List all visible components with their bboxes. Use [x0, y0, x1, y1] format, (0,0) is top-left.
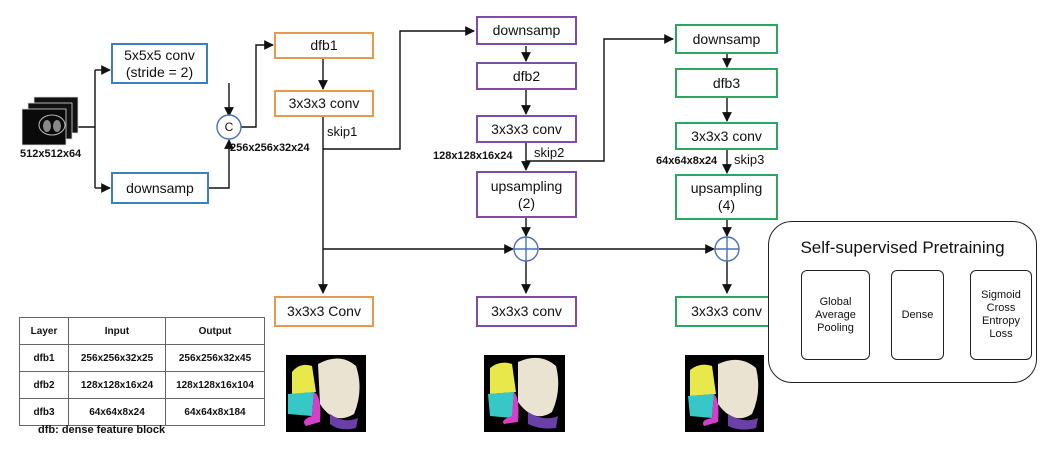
table-cell: 128x128x16x104 — [165, 371, 265, 399]
skip3-label: skip3 — [734, 152, 765, 167]
table-header: Output — [165, 317, 265, 345]
skip1-label: skip1 — [327, 124, 358, 139]
dim-label-2: 128x128x16x24 — [433, 150, 513, 162]
downsamp-block-1: downsamp — [111, 172, 209, 204]
table-cell: dfb2 — [19, 371, 69, 399]
table-cell: dfb1 — [19, 344, 69, 372]
output-conv-block-3: 3x3x3 conv — [675, 296, 778, 327]
conv5-block: 5x5x5 conv (stride = 2) — [111, 43, 208, 84]
adder-node-2 — [714, 236, 740, 262]
upsampling-block-2: upsampling (2) — [476, 171, 577, 218]
table-cell: 256x256x32x25 — [68, 344, 166, 372]
ct-volume-icon — [21, 96, 79, 146]
concat-symbol: C — [224, 120, 234, 134]
output-conv-block-1: 3x3x3 Conv — [274, 296, 374, 327]
table-cell: dfb3 — [19, 398, 69, 426]
dfb1-block: dfb1 — [274, 32, 374, 59]
conv-block-2: 3x3x3 conv — [476, 115, 577, 143]
global-average-pooling-block: Global Average Pooling — [801, 270, 870, 360]
conv-block-3: 3x3x3 conv — [675, 122, 778, 150]
layer-table: Layer Input Output dfb1 256x256x32x25 25… — [19, 317, 265, 426]
concat-node — [216, 114, 242, 140]
dfb3-block: dfb3 — [675, 68, 778, 98]
skip2-label: skip2 — [534, 145, 565, 160]
table-header-row: Layer Input Output — [19, 317, 265, 345]
table-legend: dfb: dense feature block — [38, 424, 166, 436]
table-cell: 128x128x16x24 — [68, 371, 166, 399]
arrow-skip2 — [526, 34, 674, 162]
dim-label-1: 256x256x32x24 — [230, 142, 310, 154]
dim-label-3: 64x64x8x24 — [656, 155, 718, 167]
table-row: dfb2 128x128x16x24 128x128x16x104 — [19, 371, 265, 399]
lung-segmentation-render-1 — [286, 355, 366, 432]
table-row: dfb3 64x64x8x24 64x64x8x184 — [19, 398, 265, 426]
table-cell: 256x256x32x45 — [165, 344, 265, 372]
table-cell: 64x64x8x24 — [68, 398, 166, 426]
input-dimension-label: 512x512x64 — [20, 148, 82, 160]
dense-block: Dense — [891, 270, 944, 360]
output-conv-block-2: 3x3x3 conv — [476, 296, 577, 327]
downsamp-block-2: downsamp — [476, 16, 577, 45]
lung-segmentation-render-3 — [685, 355, 764, 432]
downsamp-block-3: downsamp — [675, 24, 778, 54]
arrow-concat-dfb1 — [241, 40, 274, 128]
table-header: Layer — [19, 317, 69, 345]
table-row: dfb1 256x256x32x25 256x256x32x45 — [19, 344, 265, 372]
dfb2-block: dfb2 — [476, 62, 577, 90]
conv-block-1: 3x3x3 conv — [274, 90, 374, 117]
arrow-downsamp-concat — [209, 139, 234, 189]
pretraining-title: Self-supervised Pretraining — [800, 238, 1005, 257]
sigmoid-loss-block: Sigmoid Cross Entropy Loss — [970, 270, 1032, 360]
adder-node-1 — [513, 236, 539, 262]
table-header: Input — [68, 317, 166, 345]
upsampling-block-3: upsampling (4) — [675, 174, 778, 220]
lung-segmentation-render-2 — [484, 355, 565, 432]
arrow-skip1 — [323, 26, 475, 150]
table-cell: 64x64x8x184 — [165, 398, 265, 426]
